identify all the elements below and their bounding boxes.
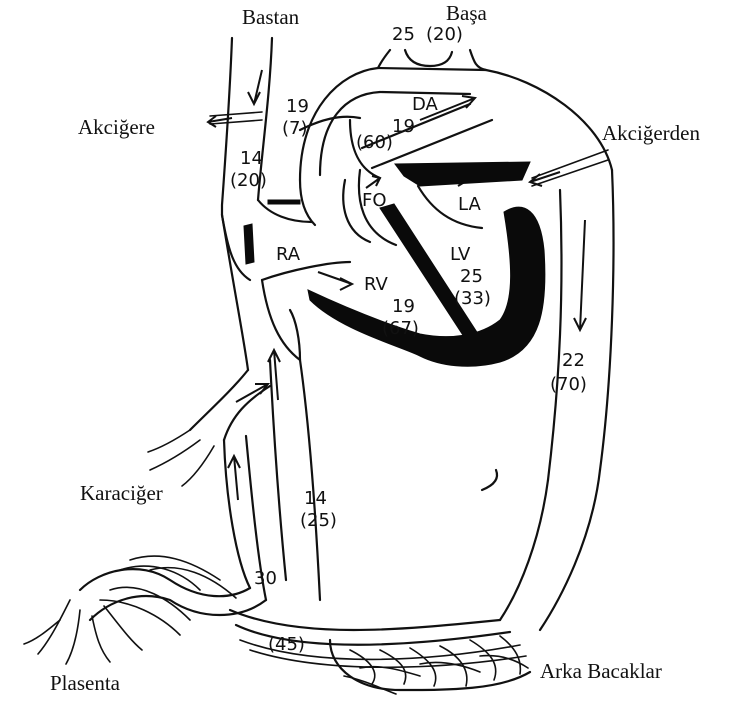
head-arteries: [378, 50, 486, 70]
label-da: DA: [412, 94, 439, 115]
value-umbilical-artery-sat: (45): [268, 634, 305, 655]
value-aorta-pressure: 22: [562, 350, 585, 371]
value-umbilical-vein: 30: [254, 568, 277, 589]
label-karaciger: Karaciğer: [80, 481, 163, 505]
label-rv: RV: [364, 274, 389, 295]
label-basa: Başa: [446, 1, 488, 25]
value-ivc-sat: (25): [300, 510, 337, 531]
value-da-pressure: 19: [392, 116, 415, 137]
value-lv-sat: (33): [454, 288, 491, 309]
value-head-pressure: 25: [392, 24, 415, 45]
label-plasenta: Plasenta: [50, 671, 121, 695]
value-head-sat: (20): [426, 24, 463, 45]
value-svc-pressure: 14: [240, 148, 263, 169]
value-rv-sat: (67): [382, 318, 419, 339]
value-pa-sat: (7): [282, 118, 308, 139]
value-rv-pressure: 19: [392, 296, 415, 317]
descending-aorta: [482, 470, 600, 630]
label-akcigere: Akciğere: [78, 115, 155, 139]
label-la: LA: [458, 194, 481, 215]
label-bastan: Bastan: [242, 5, 300, 29]
aortic-arch: [300, 68, 614, 480]
liver-vessels: [148, 370, 270, 600]
label-ra: RA: [276, 244, 301, 265]
label-akcigerden: Akciğerden: [602, 121, 700, 145]
value-arch-sat: (60): [356, 132, 393, 153]
label-lv: LV: [450, 244, 471, 265]
label-arka-bacaklar: Arka Bacaklar: [540, 659, 662, 683]
value-aorta-sat: (70): [550, 374, 587, 395]
label-fo: FO: [362, 190, 387, 211]
value-svc-sat: (20): [230, 170, 267, 191]
value-lv-pressure: 25: [460, 266, 483, 287]
value-pa-pressure: 19: [286, 96, 309, 117]
value-ivc-pressure: 14: [304, 488, 327, 509]
